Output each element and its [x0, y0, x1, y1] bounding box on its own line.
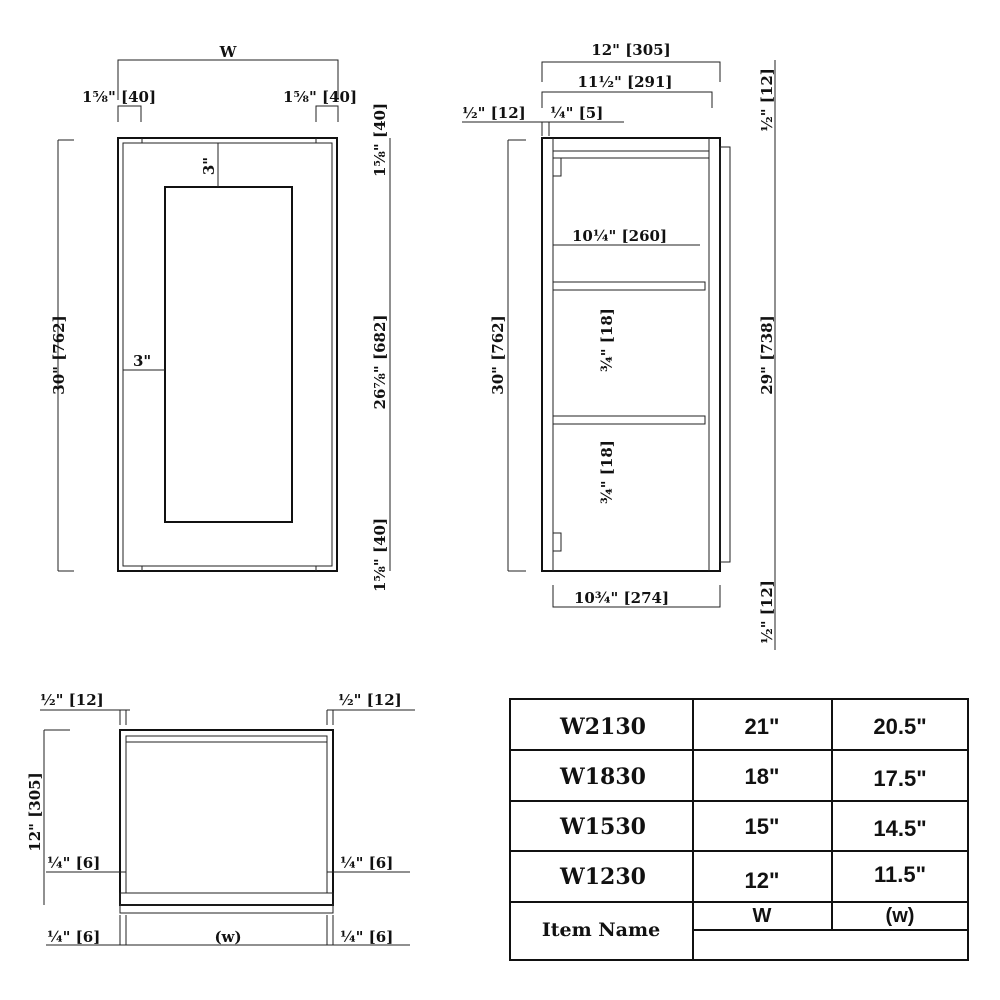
table-row: W1530 15" 14.5"	[559, 814, 927, 841]
w-cell: 12"	[745, 868, 780, 893]
width-label: W	[219, 43, 238, 61]
gap-dim: ¼" [5]	[550, 104, 603, 122]
right-stile-dim: 1⅝" [40]	[283, 88, 357, 106]
item-name-cell: W1830	[559, 764, 646, 790]
right-panel-dim: ½" [12]	[338, 691, 402, 709]
item-name-cell: W1230	[559, 864, 646, 890]
size-table: W2130 21" 20.5" W1830 18" 17.5" W1530 15…	[509, 698, 969, 961]
top-gap-dim: 3"	[200, 157, 218, 175]
left-bottom-dim: ¼" [6]	[47, 928, 100, 946]
w-header: W	[753, 905, 772, 927]
inner-w-cell: 11.5"	[874, 862, 926, 887]
box-height-dim: 29" [738]	[758, 315, 776, 394]
w-cell: 18"	[745, 764, 780, 789]
bottom-offset-dim: ½" [12]	[758, 580, 776, 644]
front-view: W 1⅝" [40] 1⅝" [40] 30" [762] 3" 3" 1⅝" …	[50, 43, 391, 592]
top-offset-dim: ½" [12]	[758, 68, 776, 132]
bottom-depth-dim: 10¾" [274]	[574, 589, 669, 607]
depth-box-dim: 11½" [291]	[577, 73, 672, 91]
top-depth-dim: 12" [305]	[26, 772, 44, 851]
shelf-depth-dim: 10¼" [260]	[572, 227, 667, 245]
right-inset-dim: ¼" [6]	[340, 854, 393, 872]
front-height-dim: 30" [762]	[50, 315, 68, 394]
shelf2-thickness-dim: ¾" [18]	[598, 440, 616, 504]
table-row: W2130 21" 20.5"	[559, 714, 927, 740]
top-rail-dim: 1⅝" [40]	[371, 103, 389, 177]
inner-w-header: (w)	[886, 905, 915, 927]
shelf1-thickness-dim: ¾" [18]	[598, 308, 616, 372]
glass-height-dim: 26⅞" [682]	[371, 315, 389, 410]
bottom-rail-dim: 1⅝" [40]	[371, 518, 389, 592]
left-stile-dim: 1⅝" [40]	[82, 88, 156, 106]
left-inset-dim: ¼" [6]	[47, 854, 100, 872]
table-header: Item Name W (w)	[542, 905, 915, 941]
item-name-header: Item Name	[542, 919, 660, 941]
top-view: ½" [12] ½" [12] 12" [305] ¼" [6] ¼" [6] …	[26, 691, 415, 946]
inner-w-cell: 14.5"	[873, 816, 926, 841]
inner-w-cell: 20.5"	[873, 714, 926, 739]
side-view: 12" [305] 11½" [291] ½" [12] ¼" [5] 10¼"…	[462, 41, 776, 650]
side-height-dim: 30" [762]	[489, 315, 507, 394]
table-row: W1230 12" 11.5"	[559, 862, 926, 893]
door-thickness-dim: ½" [12]	[462, 104, 526, 122]
w-cell: 15"	[745, 814, 780, 839]
item-name-cell: W2130	[559, 714, 646, 740]
right-bottom-dim: ¼" [6]	[340, 928, 393, 946]
w-cell: 21"	[745, 714, 780, 739]
inner-w-cell: 17.5"	[873, 766, 926, 791]
inner-width-dim: (w)	[214, 928, 241, 946]
side-gap-dim: 3"	[133, 352, 151, 370]
table-row: W1830 18" 17.5"	[559, 764, 927, 791]
depth-total-dim: 12" [305]	[591, 41, 670, 59]
item-name-cell: W1530	[559, 814, 646, 840]
left-panel-dim: ½" [12]	[40, 691, 104, 709]
